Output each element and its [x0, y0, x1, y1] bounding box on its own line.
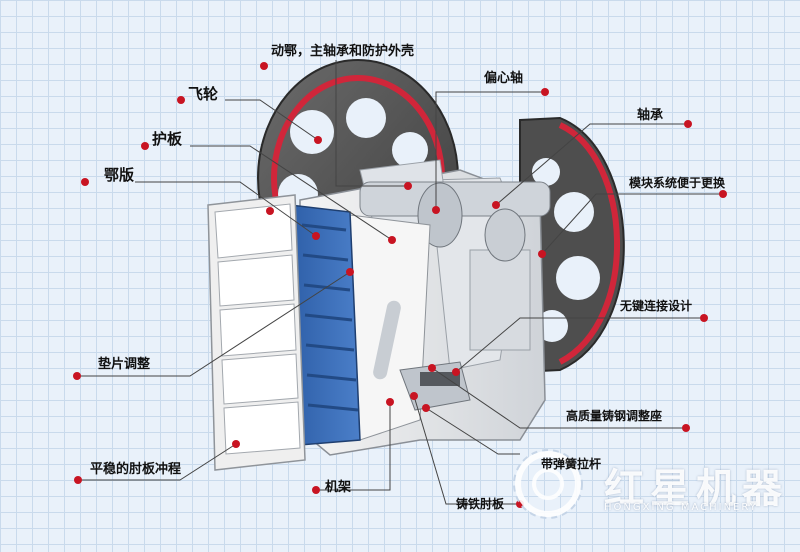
dot-flywheel	[177, 96, 185, 104]
brand-logo	[513, 449, 583, 519]
brand-name: 红星机器	[604, 466, 788, 512]
label-cast-steel-seat: 高质量铸钢调整座	[566, 409, 663, 423]
callout-dots	[73, 62, 727, 508]
dot-shim	[73, 372, 81, 380]
dot-cast-steel	[682, 424, 690, 432]
leader-lines	[77, 60, 720, 505]
dot-eccentric-shaft	[541, 88, 549, 96]
dot-guard-plate	[141, 142, 149, 150]
dot-frame	[312, 486, 320, 494]
brand-subtitle: HONGXING MACHINERY	[604, 502, 758, 513]
dot-jaw-bearing	[260, 62, 268, 70]
jaw-plate-blue	[289, 204, 361, 446]
label-toggle-plate: 平稳的肘板冲程	[90, 462, 182, 477]
dot-block-system	[719, 190, 727, 198]
toggle-assembly	[399, 361, 471, 411]
dot-jaw-plate	[81, 178, 89, 186]
dot-keyless	[700, 314, 708, 322]
brand-watermark: 红星机器 HONGXING MACHINERY	[508, 452, 798, 532]
label-flywheel: 飞轮	[188, 85, 219, 103]
label-frame: 机架	[325, 480, 352, 495]
flywheel-right	[519, 116, 625, 374]
label-bearing: 轴承	[637, 108, 664, 123]
label-jaw-plate: 鄂版	[104, 166, 135, 184]
label-jaw-bearing-housing: 动鄂，主轴承和防护外壳	[271, 44, 415, 59]
label-spring-rod: 带弹簧拉杆	[541, 457, 602, 471]
dot-bearing	[684, 120, 692, 128]
label-cast-iron-toggle: 铸铁肘板	[456, 497, 505, 511]
label-shim-adjust: 垫片调整	[98, 357, 151, 372]
label-eccentric-shaft: 偏心轴	[484, 71, 524, 86]
dot-toggle-stroke	[74, 476, 82, 484]
label-guard-plate: 护板	[152, 130, 183, 148]
label-keyless-design: 无键连接设计	[620, 299, 693, 313]
label-block-system: 模块系统便于更换	[629, 176, 726, 190]
